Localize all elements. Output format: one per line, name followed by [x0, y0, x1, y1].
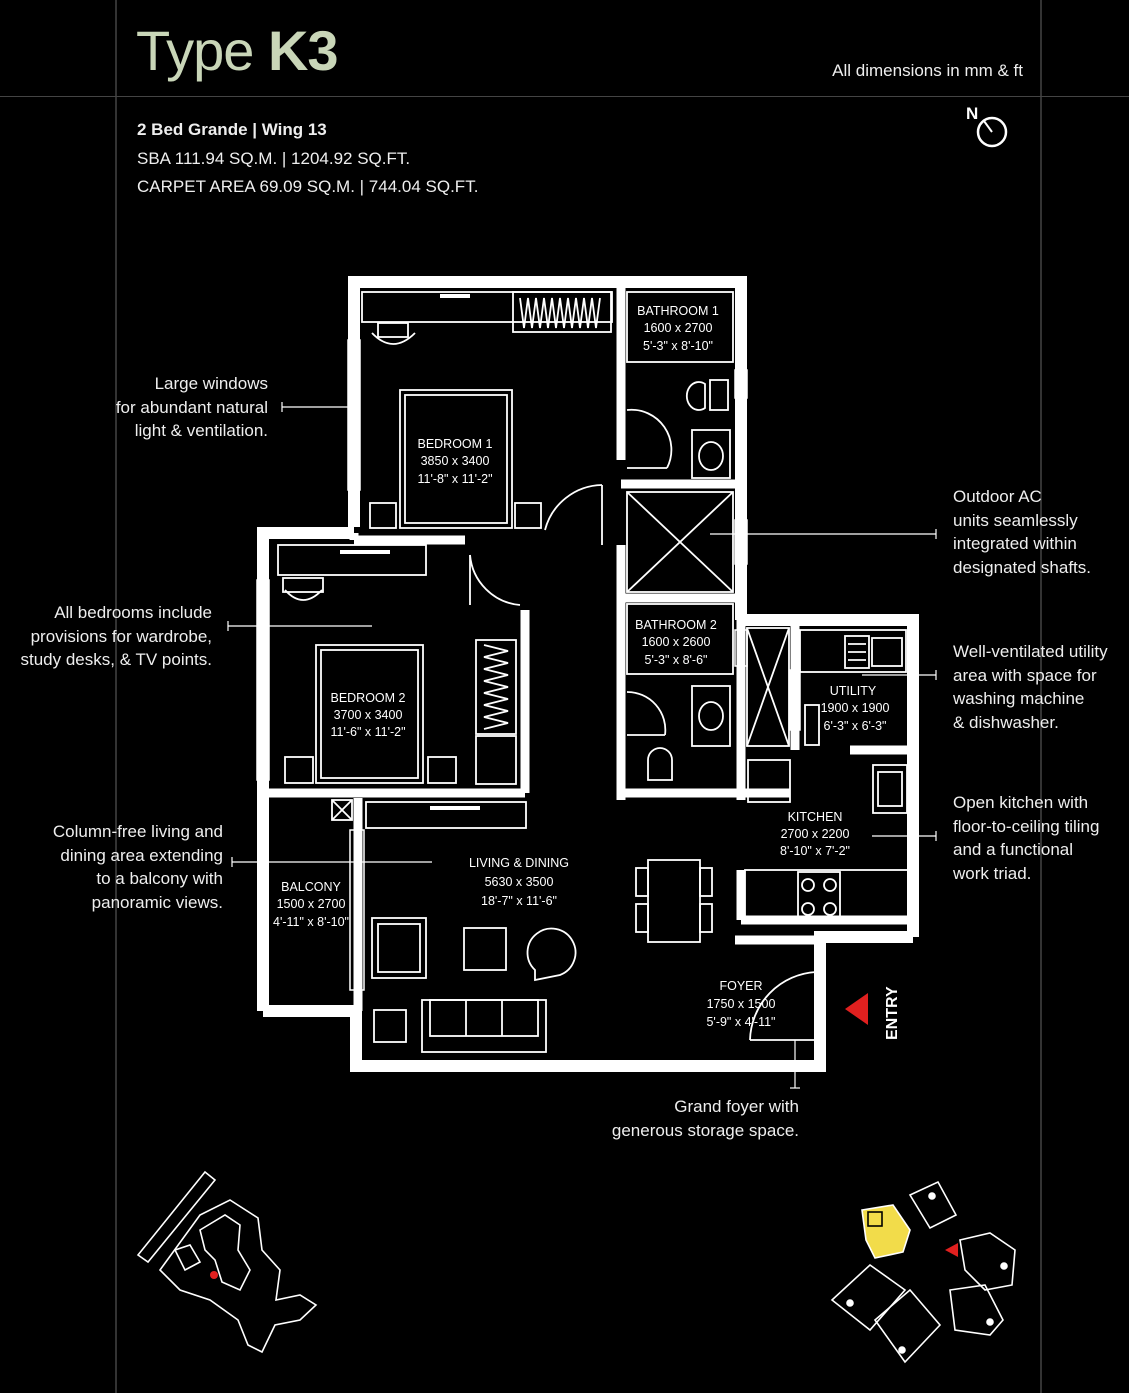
callout-outdoor-ac: Outdoor AC units seamlessly integrated w…	[953, 487, 1091, 577]
callout-foyer: Grand foyer with generous storage space.	[611, 1097, 799, 1140]
label-kitchen-mm: 2700 x 2200	[781, 827, 850, 841]
ac-shaft	[626, 491, 734, 593]
living-dining-furniture	[331, 799, 713, 1053]
north-compass-icon: N	[966, 104, 1008, 148]
header-divider	[0, 96, 1129, 97]
label-utility-ft: 6'-3" x 6'-3"	[824, 719, 887, 733]
unit-carpet-area: CARPET AREA 69.09 SQ.M. | 744.04 SQ.FT.	[137, 177, 479, 196]
door-bedroom1	[544, 484, 603, 545]
wing-key-map	[830, 1180, 1016, 1364]
interior-walls	[263, 288, 913, 1011]
callout-kitchen: Open kitchen with floor-to-ceiling tilin…	[953, 793, 1100, 883]
entry-arrow-icon	[845, 993, 868, 1025]
label-foyer-mm: 1750 x 1500	[707, 997, 776, 1011]
label-utility-name: UTILITY	[830, 684, 877, 698]
label-kitchen-ft: 8'-10" x 7'-2"	[780, 844, 850, 858]
label-living-name: LIVING & DINING	[469, 856, 569, 870]
callout-leaders	[227, 402, 937, 1089]
windows	[256, 339, 801, 991]
label-bedroom1-ft: 11'-8" x 11'-2"	[417, 472, 492, 486]
label-bathroom2-ft: 5'-3" x 8'-6"	[645, 653, 708, 667]
label-bathroom2-mm: 1600 x 2600	[642, 635, 711, 649]
title-prefix: Type	[136, 19, 268, 82]
label-bathroom1-ft: 5'-3" x 8'-10"	[643, 339, 713, 353]
unit-config: 2 Bed Grande | Wing 13	[137, 120, 327, 139]
label-bedroom1-name: BEDROOM 1	[417, 437, 492, 451]
frame-line-right	[1040, 0, 1042, 1393]
callout-living: Column-free living and dining area exten…	[52, 822, 223, 912]
label-bedroom2-ft: 11'-6" x 11'-2"	[330, 725, 405, 739]
bedroom2-furniture	[277, 544, 521, 785]
label-balcony-name: BALCONY	[281, 880, 341, 894]
label-utility-mm: 1900 x 1900	[821, 701, 890, 715]
door-entry	[749, 971, 817, 1041]
label-balcony-mm: 1500 x 2700	[277, 897, 346, 911]
frame-line-left	[115, 0, 117, 1393]
label-living-mm: 5630 x 3500	[485, 875, 554, 889]
label-foyer-name: FOYER	[719, 979, 762, 993]
entry-label: ENTRY	[884, 986, 901, 1040]
label-bedroom2-name: BEDROOM 2	[330, 691, 405, 705]
kitchen-utility-fixtures	[744, 627, 911, 921]
label-bathroom1-mm: 1600 x 2700	[644, 321, 713, 335]
dimensions-note: All dimensions in mm & ft	[832, 61, 1023, 80]
title-type-code: K3	[267, 19, 339, 82]
label-living-ft: 18'-7" x 11'-6"	[481, 894, 557, 908]
plan-title: Type K3	[136, 18, 339, 83]
label-bathroom1-name: BATHROOM 1	[637, 304, 719, 318]
bedroom1-furniture	[361, 291, 613, 529]
callout-windows: Large windows for abundant natural light…	[115, 374, 268, 440]
north-label: N	[966, 104, 978, 123]
label-kitchen-name: KITCHEN	[788, 810, 843, 824]
label-bedroom2-mm: 3700 x 3400	[334, 708, 403, 722]
room-labels: BEDROOM 1 3850 x 3400 11'-8" x 11'-2" BA…	[273, 304, 889, 1029]
unit-sba: SBA 111.94 SQ.M. | 1204.92 SQ.FT.	[137, 148, 411, 168]
label-bedroom1-mm: 3850 x 3400	[421, 454, 490, 468]
label-bathroom2-name: BATHROOM 2	[635, 618, 717, 632]
entry-marker: ENTRY	[845, 986, 901, 1040]
label-balcony-ft: 4'-11" x 8'-10"	[273, 915, 349, 929]
unit-info: 2 Bed Grande | Wing 13 SBA 111.94 SQ.M. …	[137, 116, 478, 202]
label-foyer-ft: 5'-9" x 4'-11"	[706, 1015, 775, 1029]
callout-utility: Well-ventilated utility area with space …	[953, 642, 1108, 732]
callout-bedrooms: All bedrooms include provisions for ward…	[20, 603, 213, 669]
site-key-map	[136, 1170, 318, 1354]
bathroom1-fixtures	[626, 291, 734, 479]
bathroom2-fixtures	[626, 603, 734, 781]
